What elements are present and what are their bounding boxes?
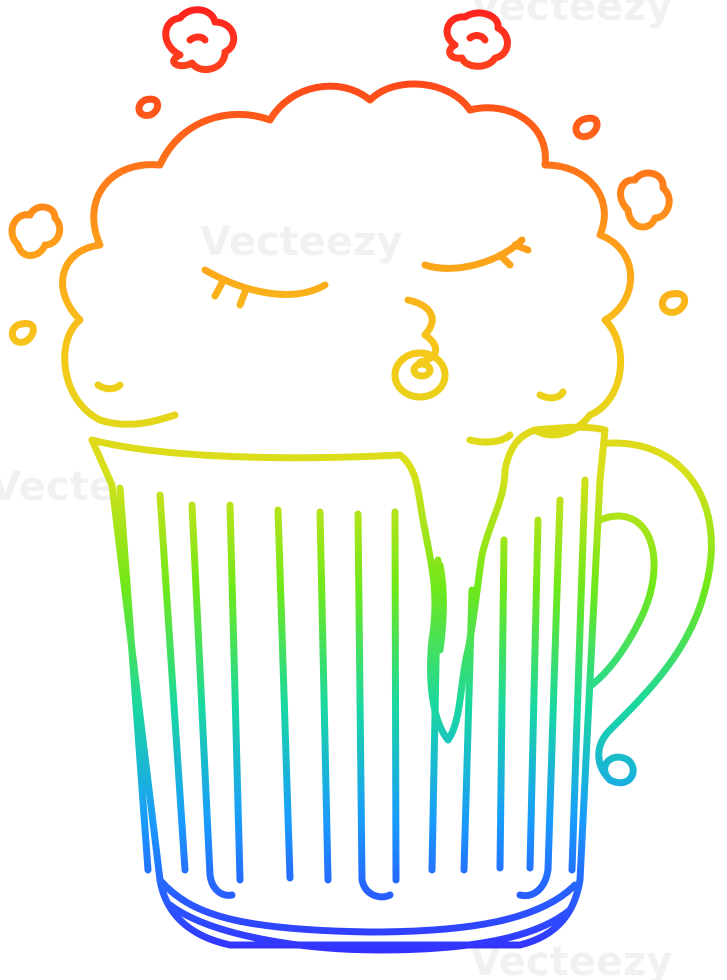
- droplet-right-upper: [572, 114, 601, 141]
- watermark-text: Vecteezy: [470, 0, 672, 30]
- droplet-left-upper: [135, 95, 162, 119]
- mouth: [391, 349, 449, 401]
- watermark-text: Vecteezy: [200, 219, 402, 265]
- left-eye: [201, 266, 329, 298]
- foam-cloud: [59, 80, 635, 446]
- steam-puffs: [8, 6, 689, 346]
- droplet-right-lower: [658, 290, 689, 316]
- puff-top-right: [443, 9, 511, 70]
- mug-body: [88, 426, 609, 954]
- mug-face: [201, 236, 532, 401]
- puff-left: [8, 203, 64, 259]
- puff-top-left: [162, 6, 238, 74]
- droplet-left-lower: [8, 320, 37, 346]
- puff-right: [617, 169, 673, 231]
- mug-handle: [581, 439, 715, 786]
- foam-drip: [396, 426, 539, 744]
